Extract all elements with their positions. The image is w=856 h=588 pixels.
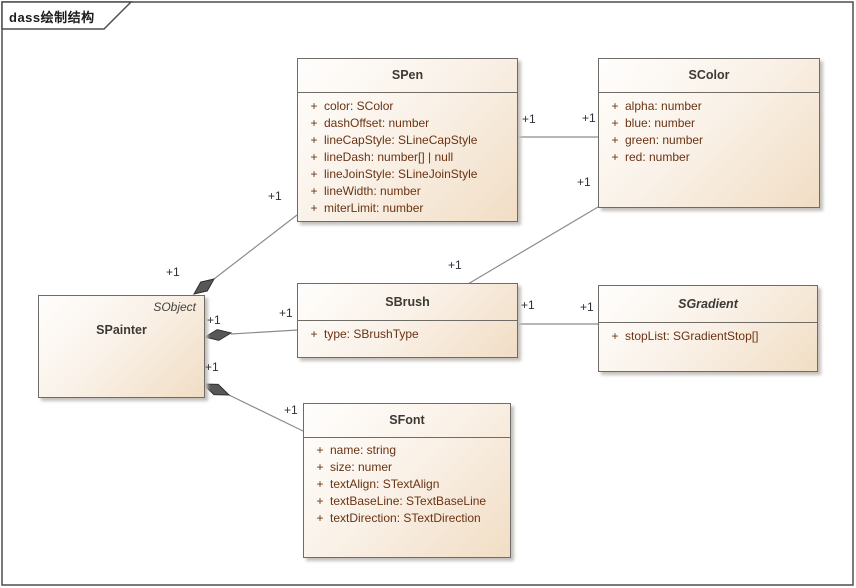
class-name-spen: SPen [298,59,517,93]
attribute-row[interactable]: + textAlign: STextAlign [304,476,510,493]
visibility-marker: + [316,460,324,474]
attribute-row[interactable]: + color: SColor [298,98,517,115]
attribute-text: textBaseLine: STextBaseLine [330,494,487,508]
attribute-row[interactable]: + lineWidth: number [298,183,517,200]
attribute-compartment: + type: SBrushType [298,321,517,343]
attribute-row[interactable]: + type: SBrushType [298,326,517,343]
attribute-text: lineCapStyle: SLineCapStyle [324,133,478,147]
class-spen[interactable]: SPen + color: SColor + dashOffset: number … [297,58,518,222]
visibility-marker: + [310,167,318,181]
multiplicity-label: +1 [521,298,535,312]
visibility-marker: + [611,150,619,164]
attribute-text: alpha: number [625,99,702,113]
visibility-marker: + [316,494,324,508]
multiplicity-label: +1 [448,258,462,272]
class-scolor[interactable]: SColor + alpha: number + blue: number + gre… [598,58,820,208]
attribute-text: lineJoinStyle: SLineJoinStyle [324,167,478,181]
visibility-marker: + [310,99,318,113]
class-name-sbrush: SBrush [298,284,517,321]
multiplicity-label: +1 [268,189,282,203]
connector-painter-font[interactable] [228,394,304,432]
connector-painter-brush[interactable] [230,329,299,335]
attribute-text: type: SBrushType [324,327,419,341]
attribute-compartment: + alpha: number + blue: number + green: num… [599,93,819,166]
class-sgradient[interactable]: SGradient + stopList: SGradientStop[] [598,285,818,372]
composition-diamond-brush[interactable] [203,329,233,341]
visibility-marker: + [310,327,318,341]
attribute-row[interactable]: + green: number [599,132,819,149]
attribute-text: miterLimit: number [324,201,424,215]
multiplicity-label: +1 [205,360,219,374]
attribute-row[interactable]: + lineCapStyle: SLineCapStyle [298,132,517,149]
attribute-text: textAlign: STextAlign [330,477,440,491]
attribute-row[interactable]: + textBaseLine: STextBaseLine [304,493,510,510]
attribute-text: textDirection: STextDirection [330,511,481,525]
multiplicity-label: +1 [522,112,536,126]
attribute-row[interactable]: + miterLimit: number [298,200,517,217]
connector-painter-pen[interactable] [213,214,298,280]
class-name-sfont: SFont [304,404,510,438]
attribute-compartment: + color: SColor + dashOffset: number + line… [298,93,517,217]
attribute-text: green: number [625,133,704,147]
attribute-text: red: number [625,150,690,164]
frame-title: dass绘制结构 [9,10,95,25]
connector-brush-color[interactable] [467,206,599,285]
frame-label-shape [1,1,133,30]
visibility-marker: + [310,201,318,215]
attribute-text: stopList: SGradientStop[] [625,329,759,343]
multiplicity-label: +1 [577,175,591,189]
visibility-marker: + [611,133,619,147]
class-name-spainter: SPainter [96,323,147,337]
visibility-marker: + [316,511,324,525]
attribute-row[interactable]: + textDirection: STextDirection [304,510,510,527]
attribute-row[interactable]: + name: string [304,442,510,459]
class-spainter[interactable]: SObject SPainter [38,295,205,398]
attribute-text: color: SColor [324,99,394,113]
attribute-text: size: numer [330,460,393,474]
attribute-row[interactable]: + stopList: SGradientStop[] [599,328,817,345]
attribute-row[interactable]: + blue: number [599,115,819,132]
attribute-row[interactable]: + alpha: number [599,98,819,115]
multiplicity-label: +1 [580,300,594,314]
attribute-text: blue: number [625,116,696,130]
visibility-marker: + [310,150,318,164]
class-name-scolor: SColor [599,59,819,93]
class-sfont[interactable]: SFont + name: string + size: numer + textAl… [303,403,511,558]
attribute-row[interactable]: + lineJoinStyle: SLineJoinStyle [298,166,517,183]
visibility-marker: + [611,329,619,343]
attribute-compartment: + stopList: SGradientStop[] [599,323,817,345]
attribute-text: dashOffset: number [324,116,430,130]
attribute-text: name: string [330,443,397,457]
multiplicity-label: +1 [207,313,221,327]
visibility-marker: + [310,116,318,130]
multiplicity-label: +1 [582,111,596,125]
attribute-row[interactable]: + lineDash: number[] | null [298,149,517,166]
attribute-text: lineDash: number[] | null [324,150,454,164]
multiplicity-label: +1 [284,403,298,417]
multiplicity-label: +1 [279,306,293,320]
visibility-marker: + [611,116,619,130]
visibility-marker: + [316,443,324,457]
visibility-marker: + [310,184,318,198]
visibility-marker: + [611,99,619,113]
composition-diamond-pen[interactable] [193,278,215,295]
multiplicity-label: +1 [166,265,180,279]
attribute-text: lineWidth: number [324,184,421,198]
class-sbrush[interactable]: SBrush + type: SBrushType [297,283,518,358]
visibility-marker: + [316,477,324,491]
attribute-row[interactable]: + size: numer [304,459,510,476]
attribute-compartment: + name: string + size: numer + textAlign: S… [304,438,510,527]
visibility-marker: + [310,133,318,147]
attribute-row[interactable]: + dashOffset: number [298,115,517,132]
composition-diamond-font[interactable] [201,383,231,396]
class-name-sgradient: SGradient [599,286,817,323]
superclass-label: SObject [153,300,196,314]
attribute-row[interactable]: + red: number [599,149,819,166]
